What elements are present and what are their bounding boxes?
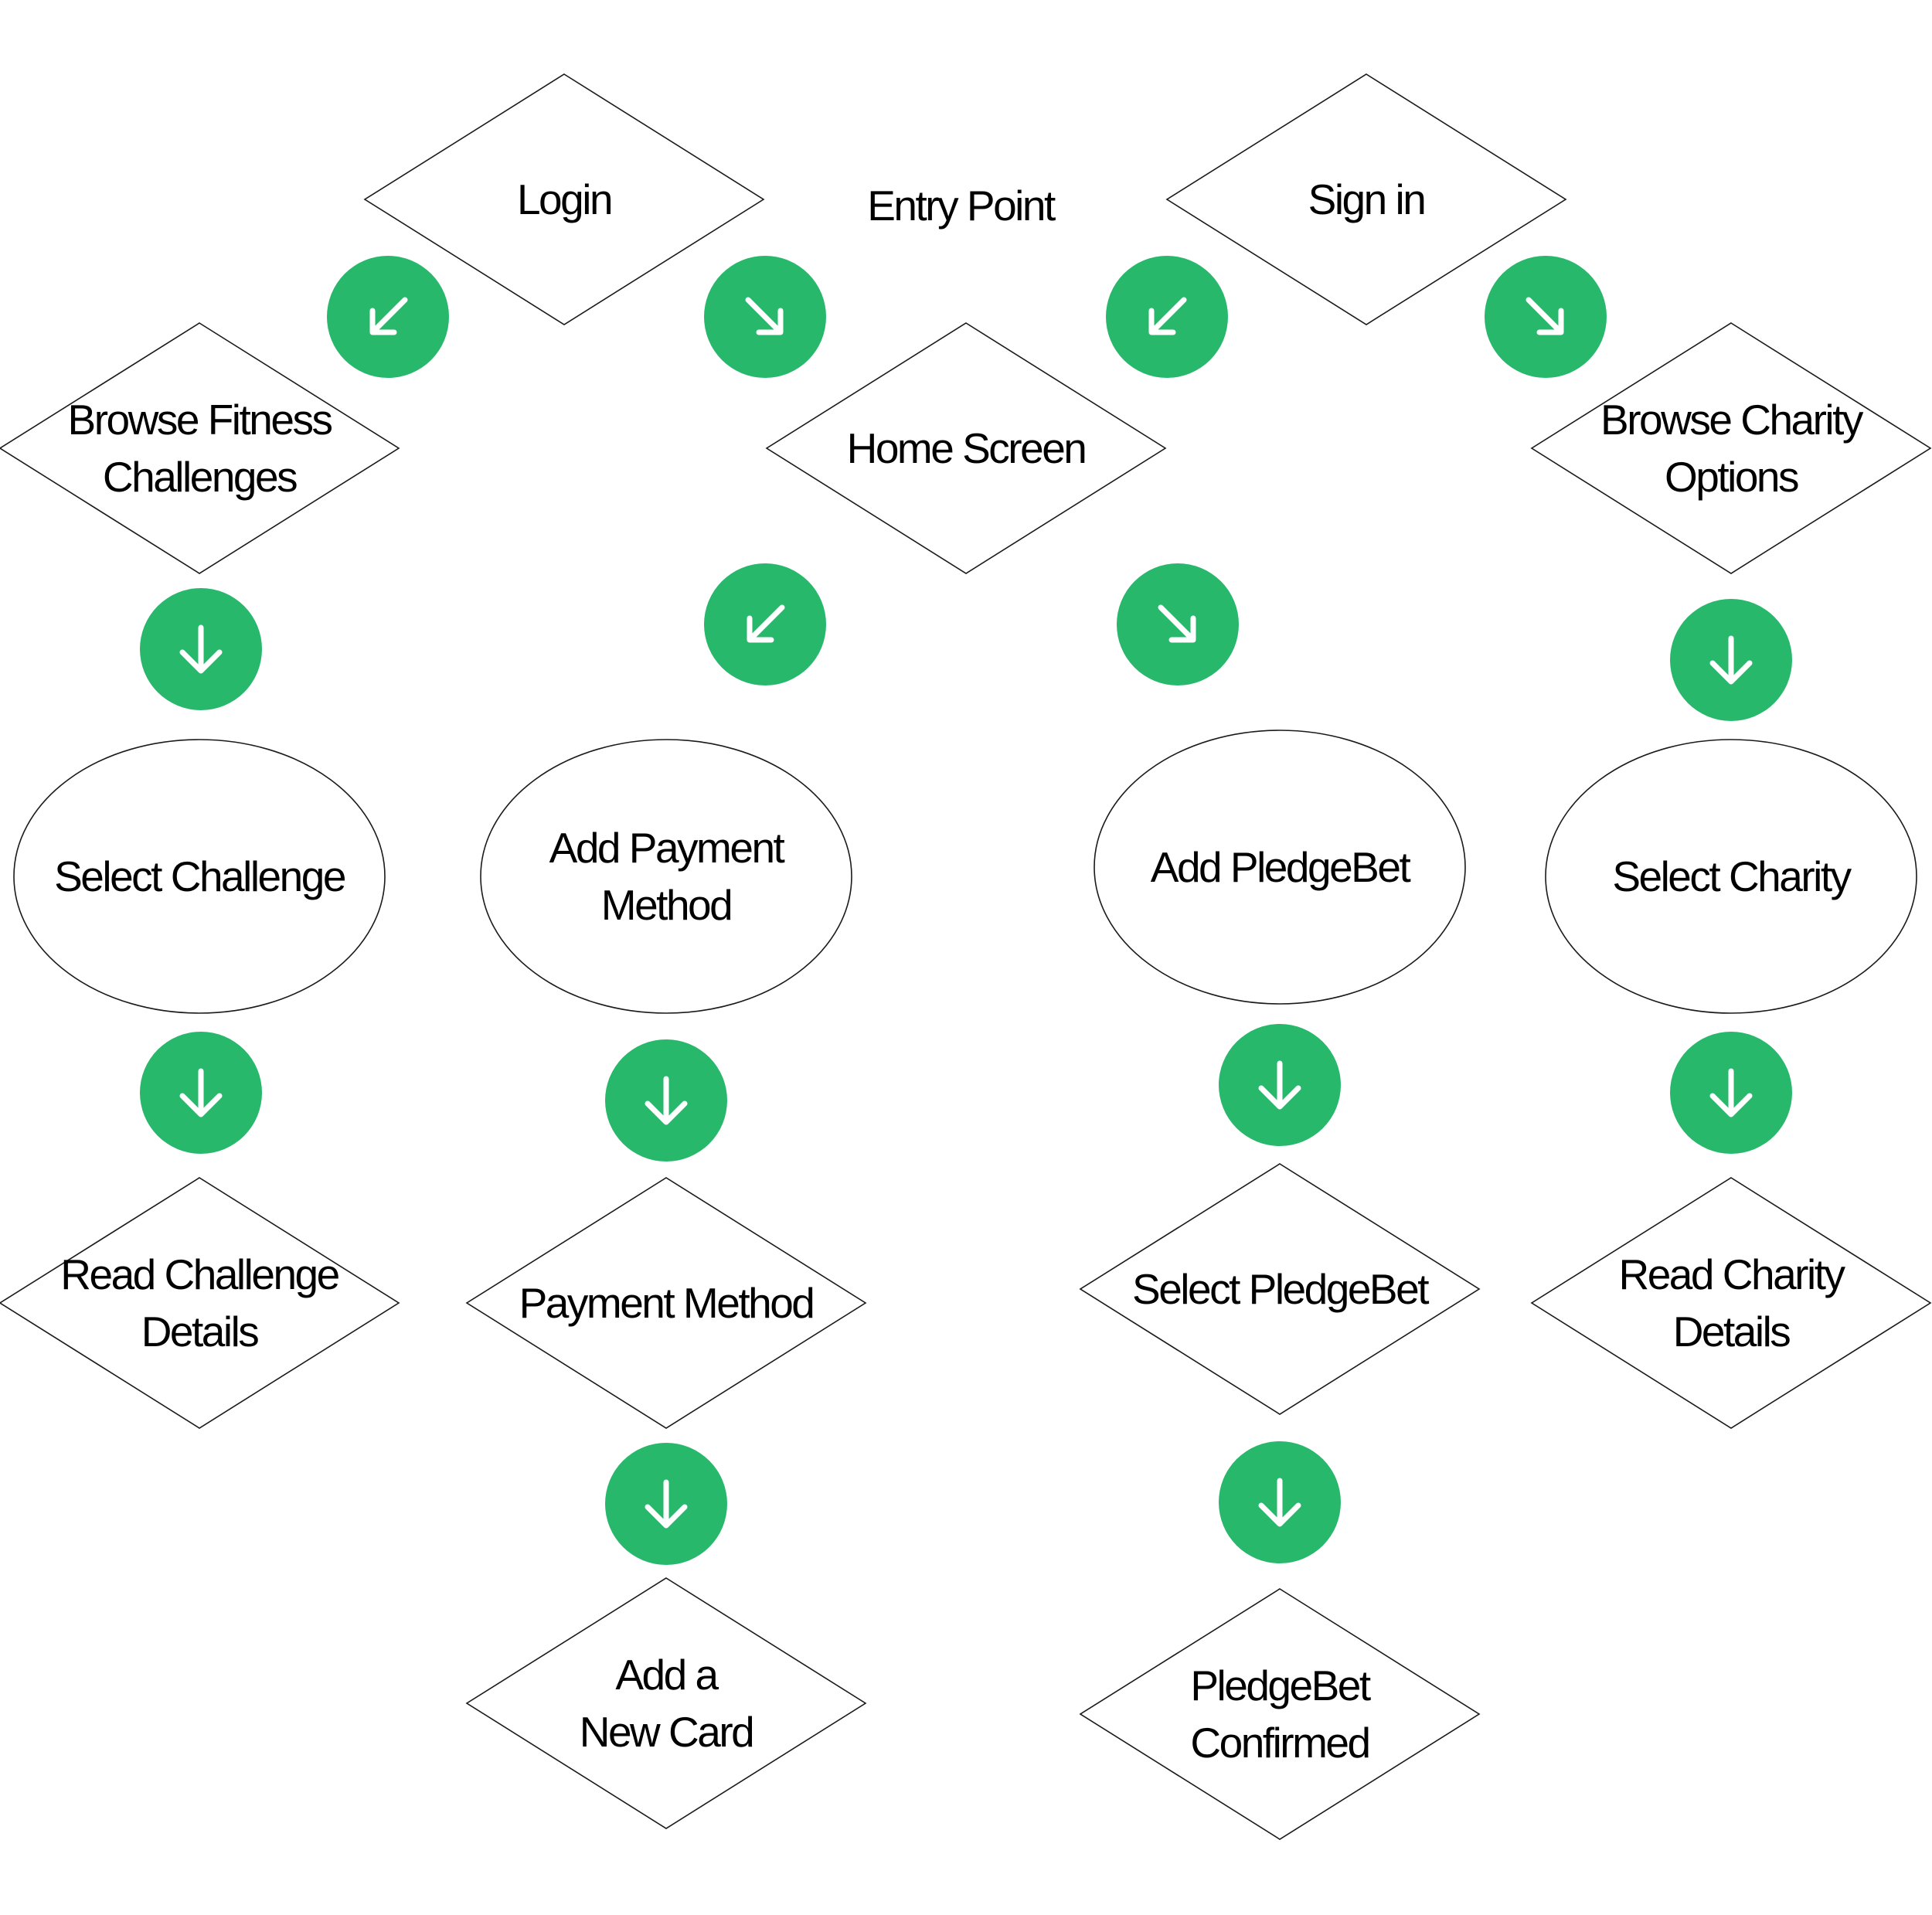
- arrow-glyph: [645, 1076, 688, 1125]
- arrow-down-right-icon: [1117, 563, 1239, 685]
- node-label: Select PledgeBet: [1132, 1265, 1429, 1313]
- arrow-down-right-icon: [1485, 256, 1607, 378]
- node-label: Details: [1673, 1308, 1791, 1355]
- node-label: New Card: [580, 1708, 753, 1756]
- node-label: Select Challenge: [54, 852, 345, 900]
- arrow-down-icon: [1670, 1032, 1792, 1154]
- diamond-shape: [363, 73, 765, 325]
- node-label: Options: [1665, 453, 1798, 501]
- arrow-glyph: [1709, 1068, 1753, 1117]
- node-label: Confirmed: [1190, 1719, 1369, 1767]
- diamond-shape: [1079, 1163, 1481, 1415]
- diamond-shape: [765, 322, 1167, 574]
- node-label: Read Charity: [1619, 1250, 1846, 1298]
- ellipse-shape: [1545, 739, 1917, 1014]
- node-label: Add a: [615, 1651, 719, 1699]
- node-label: PledgeBet: [1190, 1662, 1371, 1709]
- diamond-shape: [1530, 322, 1932, 574]
- arrow-down-left-icon: [704, 563, 826, 685]
- diamond-shape: [1530, 1177, 1932, 1429]
- node-label: Read Challenge: [60, 1250, 338, 1298]
- arrow-glyph: [1258, 1478, 1301, 1527]
- node-login: Login: [363, 73, 765, 325]
- node-label: Browse Charity: [1600, 396, 1864, 444]
- node-select-challenge: Select Challenge: [13, 739, 386, 1014]
- diamond-shape: [465, 1577, 867, 1829]
- arrow-glyph: [1709, 635, 1753, 685]
- arrow-down-left-icon: [1106, 256, 1228, 378]
- node-label: Home Screen: [847, 424, 1086, 472]
- arrow-down-icon: [140, 588, 262, 710]
- arrow-glyph: [179, 1068, 223, 1117]
- arrow-down-icon: [1219, 1024, 1341, 1146]
- connectors-layer: [140, 256, 1792, 1565]
- arrow-glyph: [1158, 604, 1196, 643]
- arrow-glyph: [745, 297, 784, 335]
- node-label: Challenges: [103, 453, 297, 501]
- arrow-down-icon: [605, 1039, 727, 1162]
- diamond-shape: [465, 1177, 867, 1429]
- arrow-glyph: [747, 604, 785, 643]
- arrow-glyph: [1258, 1060, 1301, 1110]
- diamond-shape: [1079, 1588, 1481, 1840]
- node-home-screen: Home Screen: [765, 322, 1167, 574]
- node-payment-method: Payment Method: [465, 1177, 867, 1429]
- diamond-shape: [0, 1177, 400, 1429]
- arrow-down-left-icon: [327, 256, 449, 378]
- diamond-shape: [0, 322, 400, 574]
- node-label: Login: [517, 175, 611, 223]
- node-add-pledgebet: Add PledgeBet: [1094, 730, 1466, 1005]
- arrow-down-icon: [1219, 1441, 1341, 1563]
- ellipse-shape: [13, 739, 386, 1014]
- node-label: Browse Fitness: [68, 396, 332, 444]
- node-select-charity: Select Charity: [1545, 739, 1917, 1014]
- entry-point-label: Entry Point: [867, 182, 1056, 230]
- arrow-down-icon: [1670, 599, 1792, 721]
- node-label: Details: [141, 1308, 259, 1355]
- node-label: Add PledgeBet: [1151, 843, 1411, 891]
- ellipse-shape: [1094, 730, 1466, 1005]
- node-label: Payment Method: [519, 1279, 814, 1327]
- node-sign-in: Sign in: [1165, 73, 1567, 325]
- arrow-down-icon: [140, 1032, 262, 1154]
- arrow-down-icon: [605, 1443, 727, 1565]
- arrow-glyph: [1148, 297, 1187, 335]
- node-label: Sign in: [1308, 175, 1425, 223]
- diamond-shape: [1165, 73, 1567, 325]
- ellipse-shape: [480, 739, 852, 1014]
- node-select-pledgebet: Select PledgeBet: [1079, 1163, 1481, 1415]
- arrow-glyph: [179, 624, 223, 674]
- arrow-glyph: [1526, 297, 1564, 335]
- node-label: Add Payment: [549, 824, 785, 872]
- node-label: Method: [601, 881, 731, 929]
- arrow-glyph: [645, 1479, 688, 1529]
- node-add-a-new-card: Add a New Card: [465, 1577, 867, 1829]
- arrow-glyph: [369, 297, 408, 335]
- arrow-down-right-icon: [704, 256, 826, 378]
- node-label: Select Charity: [1612, 852, 1852, 900]
